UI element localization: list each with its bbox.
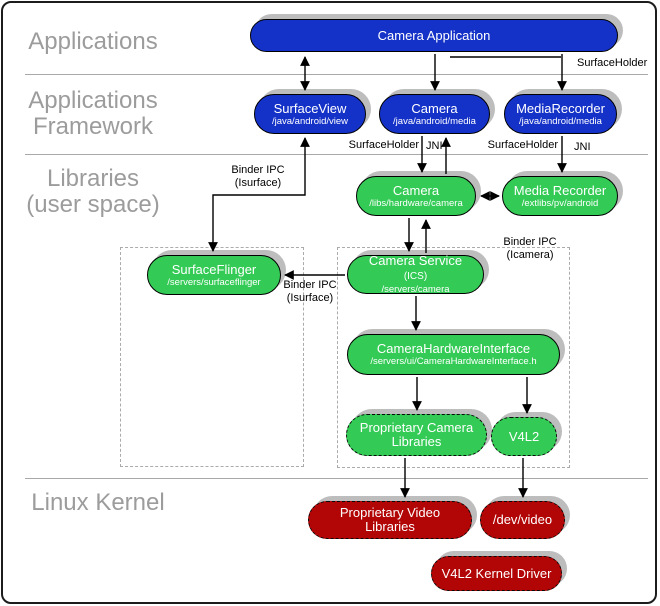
node-camera-service: Camera Service (ICS) /servers/camera xyxy=(347,254,484,295)
node-mediarecorder-framework: MediaRecorder /java/android/media xyxy=(504,94,617,134)
node-proprietary-video-libraries-title: Proprietary Video Libraries xyxy=(339,505,441,534)
node-surfaceview-title: SurfaceView xyxy=(273,100,347,116)
node-camera-framework-path: /java/android/media xyxy=(393,115,476,127)
node-camera-application: Camera Application xyxy=(250,19,618,52)
separator-applications-framework xyxy=(25,74,648,75)
separator-libraries-kernel xyxy=(25,478,648,479)
label-binder-ipc-isurface-service-line1: Binder IPC xyxy=(283,279,337,291)
node-camera-framework-title: Camera xyxy=(411,100,458,116)
node-camera-service-path: /servers/camera xyxy=(381,284,450,295)
label-surfaceholder-mediarecorder: SurfaceHolder xyxy=(487,139,558,151)
node-surfaceflinger-title: SurfaceFlinger xyxy=(171,261,257,277)
label-binder-ipc-icamera-line1: Binder IPC xyxy=(503,236,557,248)
node-camera-service-title-text: Camera Service xyxy=(368,253,463,268)
node-mediarecorder-framework-title: MediaRecorder xyxy=(516,100,605,116)
node-media-recorder-library: Media Recorder /extlibs/pv/android xyxy=(502,176,618,216)
label-surfaceholder-camera: SurfaceHolder xyxy=(348,139,419,151)
label-binder-ipc-isurface-view-line2: (Isurface) xyxy=(234,177,282,189)
label-binder-ipc-isurface-view: Binder IPC(Isurface) xyxy=(212,164,304,190)
node-media-recorder-library-title: Media Recorder xyxy=(513,182,607,198)
node-surfaceflinger-path: /servers/surfaceflinger xyxy=(167,276,261,288)
label-binder-ipc-icamera: Binder IPC(Icamera) xyxy=(484,236,576,262)
node-camera-library-path: /libs/hardware/camera xyxy=(369,197,463,209)
node-proprietary-camera-libraries-title: Proprietary Camera Libraries xyxy=(359,420,474,449)
layer-label-libraries-line2: (user space) xyxy=(26,191,160,218)
label-binder-ipc-icamera-line2: (Icamera) xyxy=(506,249,554,261)
label-binder-ipc-isurface-service-line2: (Isurface) xyxy=(286,292,334,304)
camera-service-process-boundary xyxy=(337,247,570,468)
layer-label-applications: Applications xyxy=(28,28,158,55)
node-camera-service-title: Camera Service (ICS) xyxy=(348,254,483,284)
node-mediarecorder-framework-path: /java/android/media xyxy=(519,115,602,127)
node-camerahardwareinterface-title: CameraHardwareInterface xyxy=(376,341,531,356)
node-proprietary-camera-libraries: Proprietary Camera Libraries xyxy=(346,414,487,456)
separator-framework-libraries xyxy=(25,154,648,155)
layer-label-framework-line1: Applications xyxy=(28,87,158,114)
layer-label-linux-kernel: Linux Kernel xyxy=(31,489,165,516)
layer-label-framework-line2: Framework xyxy=(32,113,153,140)
node-dev-video: /dev/video xyxy=(480,501,565,539)
node-camera-application-title: Camera Application xyxy=(377,27,491,43)
node-surfaceview: SurfaceView /java/android/view xyxy=(254,94,366,134)
layer-label-libraries: Libraries(user space) xyxy=(10,166,176,218)
node-v4l2-title: V4L2 xyxy=(508,428,540,444)
node-camera-framework: Camera /java/android/media xyxy=(379,94,490,134)
label-jni-camera: JNI xyxy=(426,140,443,152)
layer-label-libraries-line1: Libraries xyxy=(46,165,140,192)
label-binder-ipc-isurface-view-line1: Binder IPC xyxy=(231,164,285,176)
node-surfaceview-path: /java/android/view xyxy=(271,115,349,127)
node-media-recorder-library-path: /extlibs/pv/android xyxy=(521,197,599,209)
node-dev-video-title: /dev/video xyxy=(492,512,553,527)
label-jni-mediarecorder: JNI xyxy=(574,141,591,153)
node-camera-library-title: Camera xyxy=(392,182,440,198)
node-camerahardwareinterface-path: /servers/ui/CameraHardwareInterface.h xyxy=(370,356,537,367)
node-camerahardwareinterface: CameraHardwareInterface /servers/ui/Came… xyxy=(347,334,560,375)
node-v4l2-kernel-driver: V4L2 Kernel Driver xyxy=(431,556,562,591)
node-v4l2: V4L2 xyxy=(491,417,557,456)
node-v4l2-kernel-driver-title: V4L2 Kernel Driver xyxy=(441,565,552,581)
node-camera-service-title-suffix: (ICS) xyxy=(403,271,428,282)
node-camera-library: Camera /libs/hardware/camera xyxy=(356,176,476,216)
node-surfaceflinger: SurfaceFlinger /servers/surfaceflinger xyxy=(147,255,281,295)
node-proprietary-video-libraries: Proprietary Video Libraries xyxy=(308,501,472,539)
label-binder-ipc-isurface-service: Binder IPC(Isurface) xyxy=(277,279,343,305)
label-surfaceholder-top: SurfaceHolder xyxy=(577,57,648,69)
